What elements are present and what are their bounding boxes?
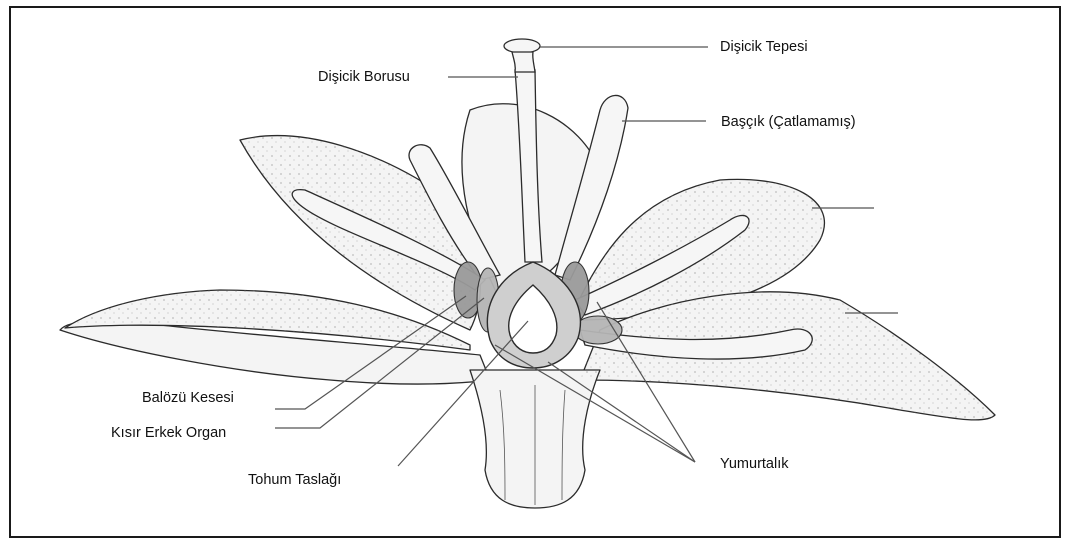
label-ovary: Yumurtalık: [720, 455, 789, 473]
label-nectary: Balözü Kesesi: [142, 389, 234, 407]
label-anther: Başçık (Çatlamamış): [721, 113, 856, 131]
label-stigma: Dişicik Tepesi: [720, 38, 808, 56]
stigma-top: [504, 39, 540, 53]
label-style: Dişicik Borusu: [318, 68, 410, 86]
label-ovule: Tohum Taslağı: [248, 471, 341, 489]
label-staminode: Kısır Erkek Organ: [111, 424, 226, 442]
